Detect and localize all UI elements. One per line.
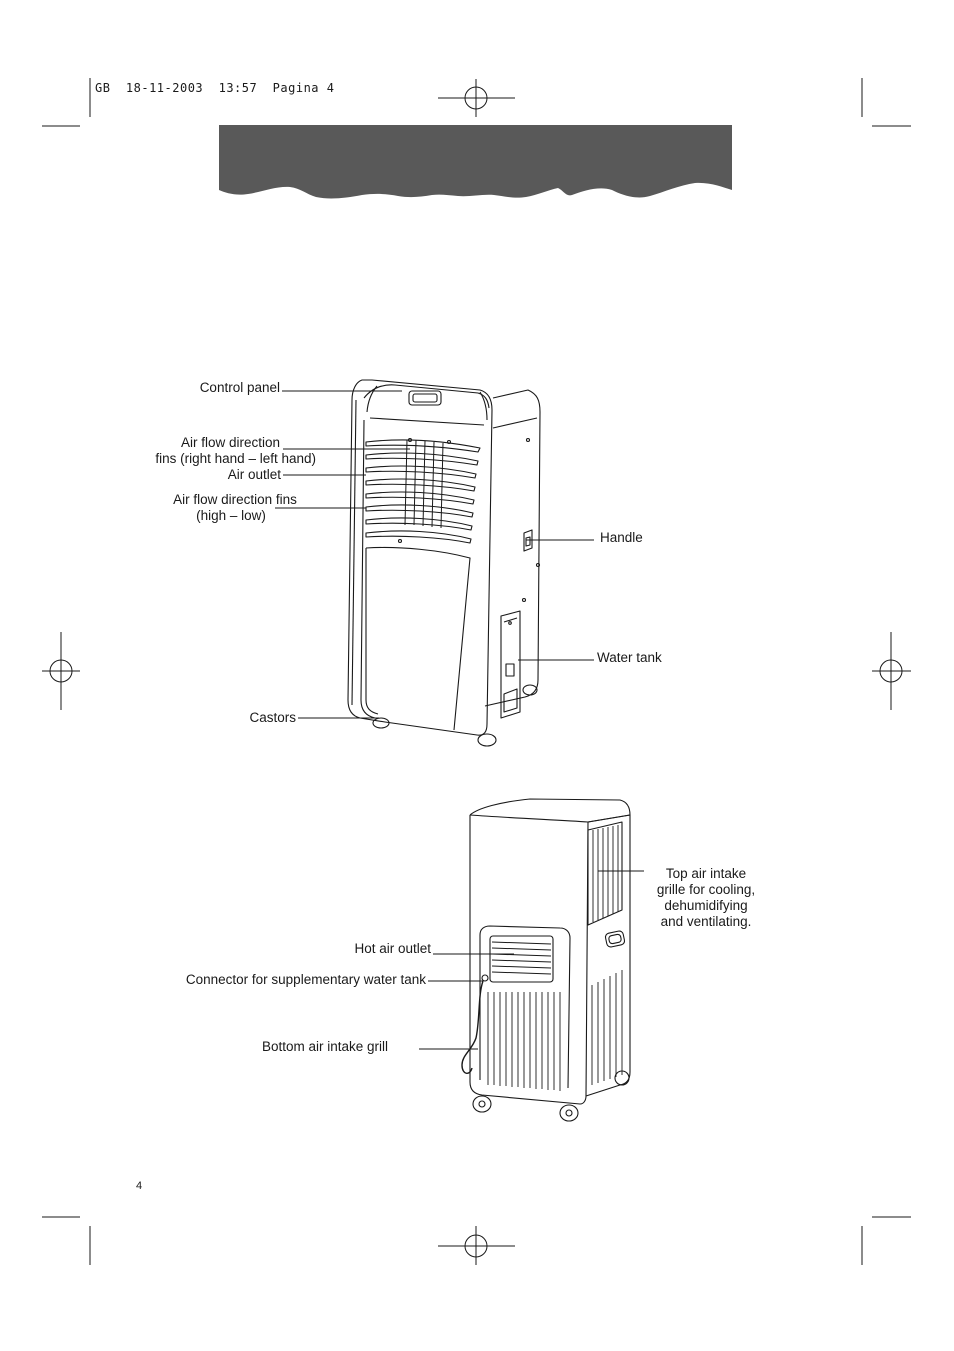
label-airflow-left-right: Air flow direction fins (right hand – le… bbox=[100, 435, 316, 467]
registration-mark-right bbox=[872, 632, 911, 710]
registration-mark-top bbox=[438, 79, 515, 117]
label-airflow-lr-line1: Air flow direction bbox=[180, 435, 280, 450]
label-airflow-high-low: Air flow direction fins (high – low) bbox=[160, 492, 310, 524]
label-handle: Handle bbox=[600, 530, 643, 545]
registration-mark-bottom bbox=[438, 1226, 515, 1265]
header-banner bbox=[219, 125, 732, 199]
label-airflow-hl-line2: (high – low) bbox=[196, 508, 266, 523]
rear-unit-drawing bbox=[461, 798, 631, 1122]
label-connector-water-tank: Connector for supplementary water tank bbox=[185, 972, 426, 987]
label-castors: Castors bbox=[249, 710, 296, 725]
label-top-grille-line3: dehumidifying bbox=[664, 898, 748, 913]
label-top-grille-line1: Top air intake bbox=[665, 866, 747, 881]
label-top-air-intake-grille: Top air intake grille for cooling, dehum… bbox=[645, 866, 767, 930]
label-top-grille-line2: grille for cooling, bbox=[656, 882, 756, 897]
label-hot-air-outlet: Hot air outlet bbox=[354, 941, 431, 956]
label-airflow-lr-line2: fins (right hand – left hand) bbox=[155, 451, 316, 466]
label-control-panel: Control panel bbox=[199, 380, 280, 395]
label-water-tank: Water tank bbox=[597, 650, 662, 665]
label-bottom-air-intake-grill: Bottom air intake grill bbox=[261, 1039, 388, 1054]
leader-lines bbox=[275, 390, 644, 1050]
registration-mark-left bbox=[42, 632, 80, 710]
print-slug: GB 18-11-2003 13:57 Pagina 4 bbox=[95, 81, 335, 95]
front-unit-drawing bbox=[347, 379, 541, 747]
page-number: 4 bbox=[136, 1180, 143, 1192]
label-air-outlet: Air outlet bbox=[227, 467, 281, 482]
label-airflow-hl-line1: Air flow direction fins bbox=[173, 492, 297, 507]
label-top-grille-line4: and ventilating. bbox=[660, 914, 752, 929]
